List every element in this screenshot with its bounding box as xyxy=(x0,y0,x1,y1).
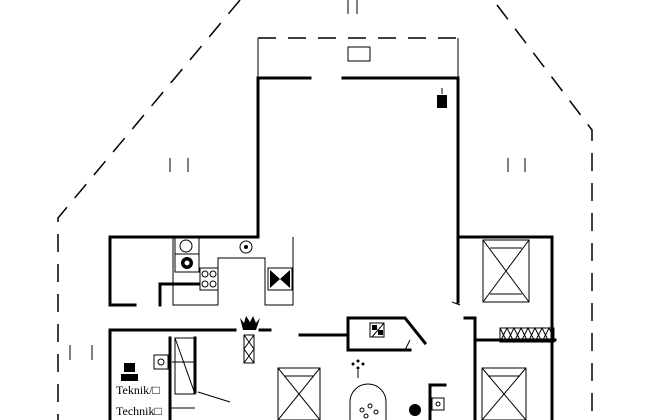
room-label-technical: Teknik/□ xyxy=(116,383,160,398)
shower-icon xyxy=(351,359,365,378)
fireplace-icon xyxy=(240,316,260,364)
stove-icon xyxy=(199,267,219,291)
water-heater-icon xyxy=(121,363,138,381)
door-openings xyxy=(170,301,461,409)
walls xyxy=(108,76,557,420)
bed-icon xyxy=(481,367,527,420)
kitchen xyxy=(172,237,294,306)
bathroom xyxy=(349,322,445,420)
outdoor-lamp-icon xyxy=(437,88,447,108)
washing-machine-icon xyxy=(174,253,200,273)
bed-icon xyxy=(277,367,321,420)
boiler-icon xyxy=(153,354,169,370)
beds xyxy=(174,239,530,420)
bed-icon xyxy=(482,239,530,303)
room-label-technical-german: Technik□ xyxy=(116,404,162,419)
wardrobe-icon xyxy=(499,326,555,344)
sink-icon xyxy=(239,240,253,254)
dishwasher-icon xyxy=(174,237,200,255)
sauna-icon xyxy=(369,322,385,338)
bunk-bed-icon xyxy=(174,337,196,395)
terrace-outline xyxy=(57,0,593,420)
teknik-label-line2: Technik□ xyxy=(116,404,162,418)
technical-room xyxy=(121,354,195,381)
bath-sink-icon xyxy=(431,397,445,411)
fridge-icon xyxy=(267,267,293,291)
toilet-icon xyxy=(409,404,421,416)
teknik-label-line1: Teknik/□ xyxy=(116,383,160,397)
whirlpool-icon xyxy=(349,383,387,420)
